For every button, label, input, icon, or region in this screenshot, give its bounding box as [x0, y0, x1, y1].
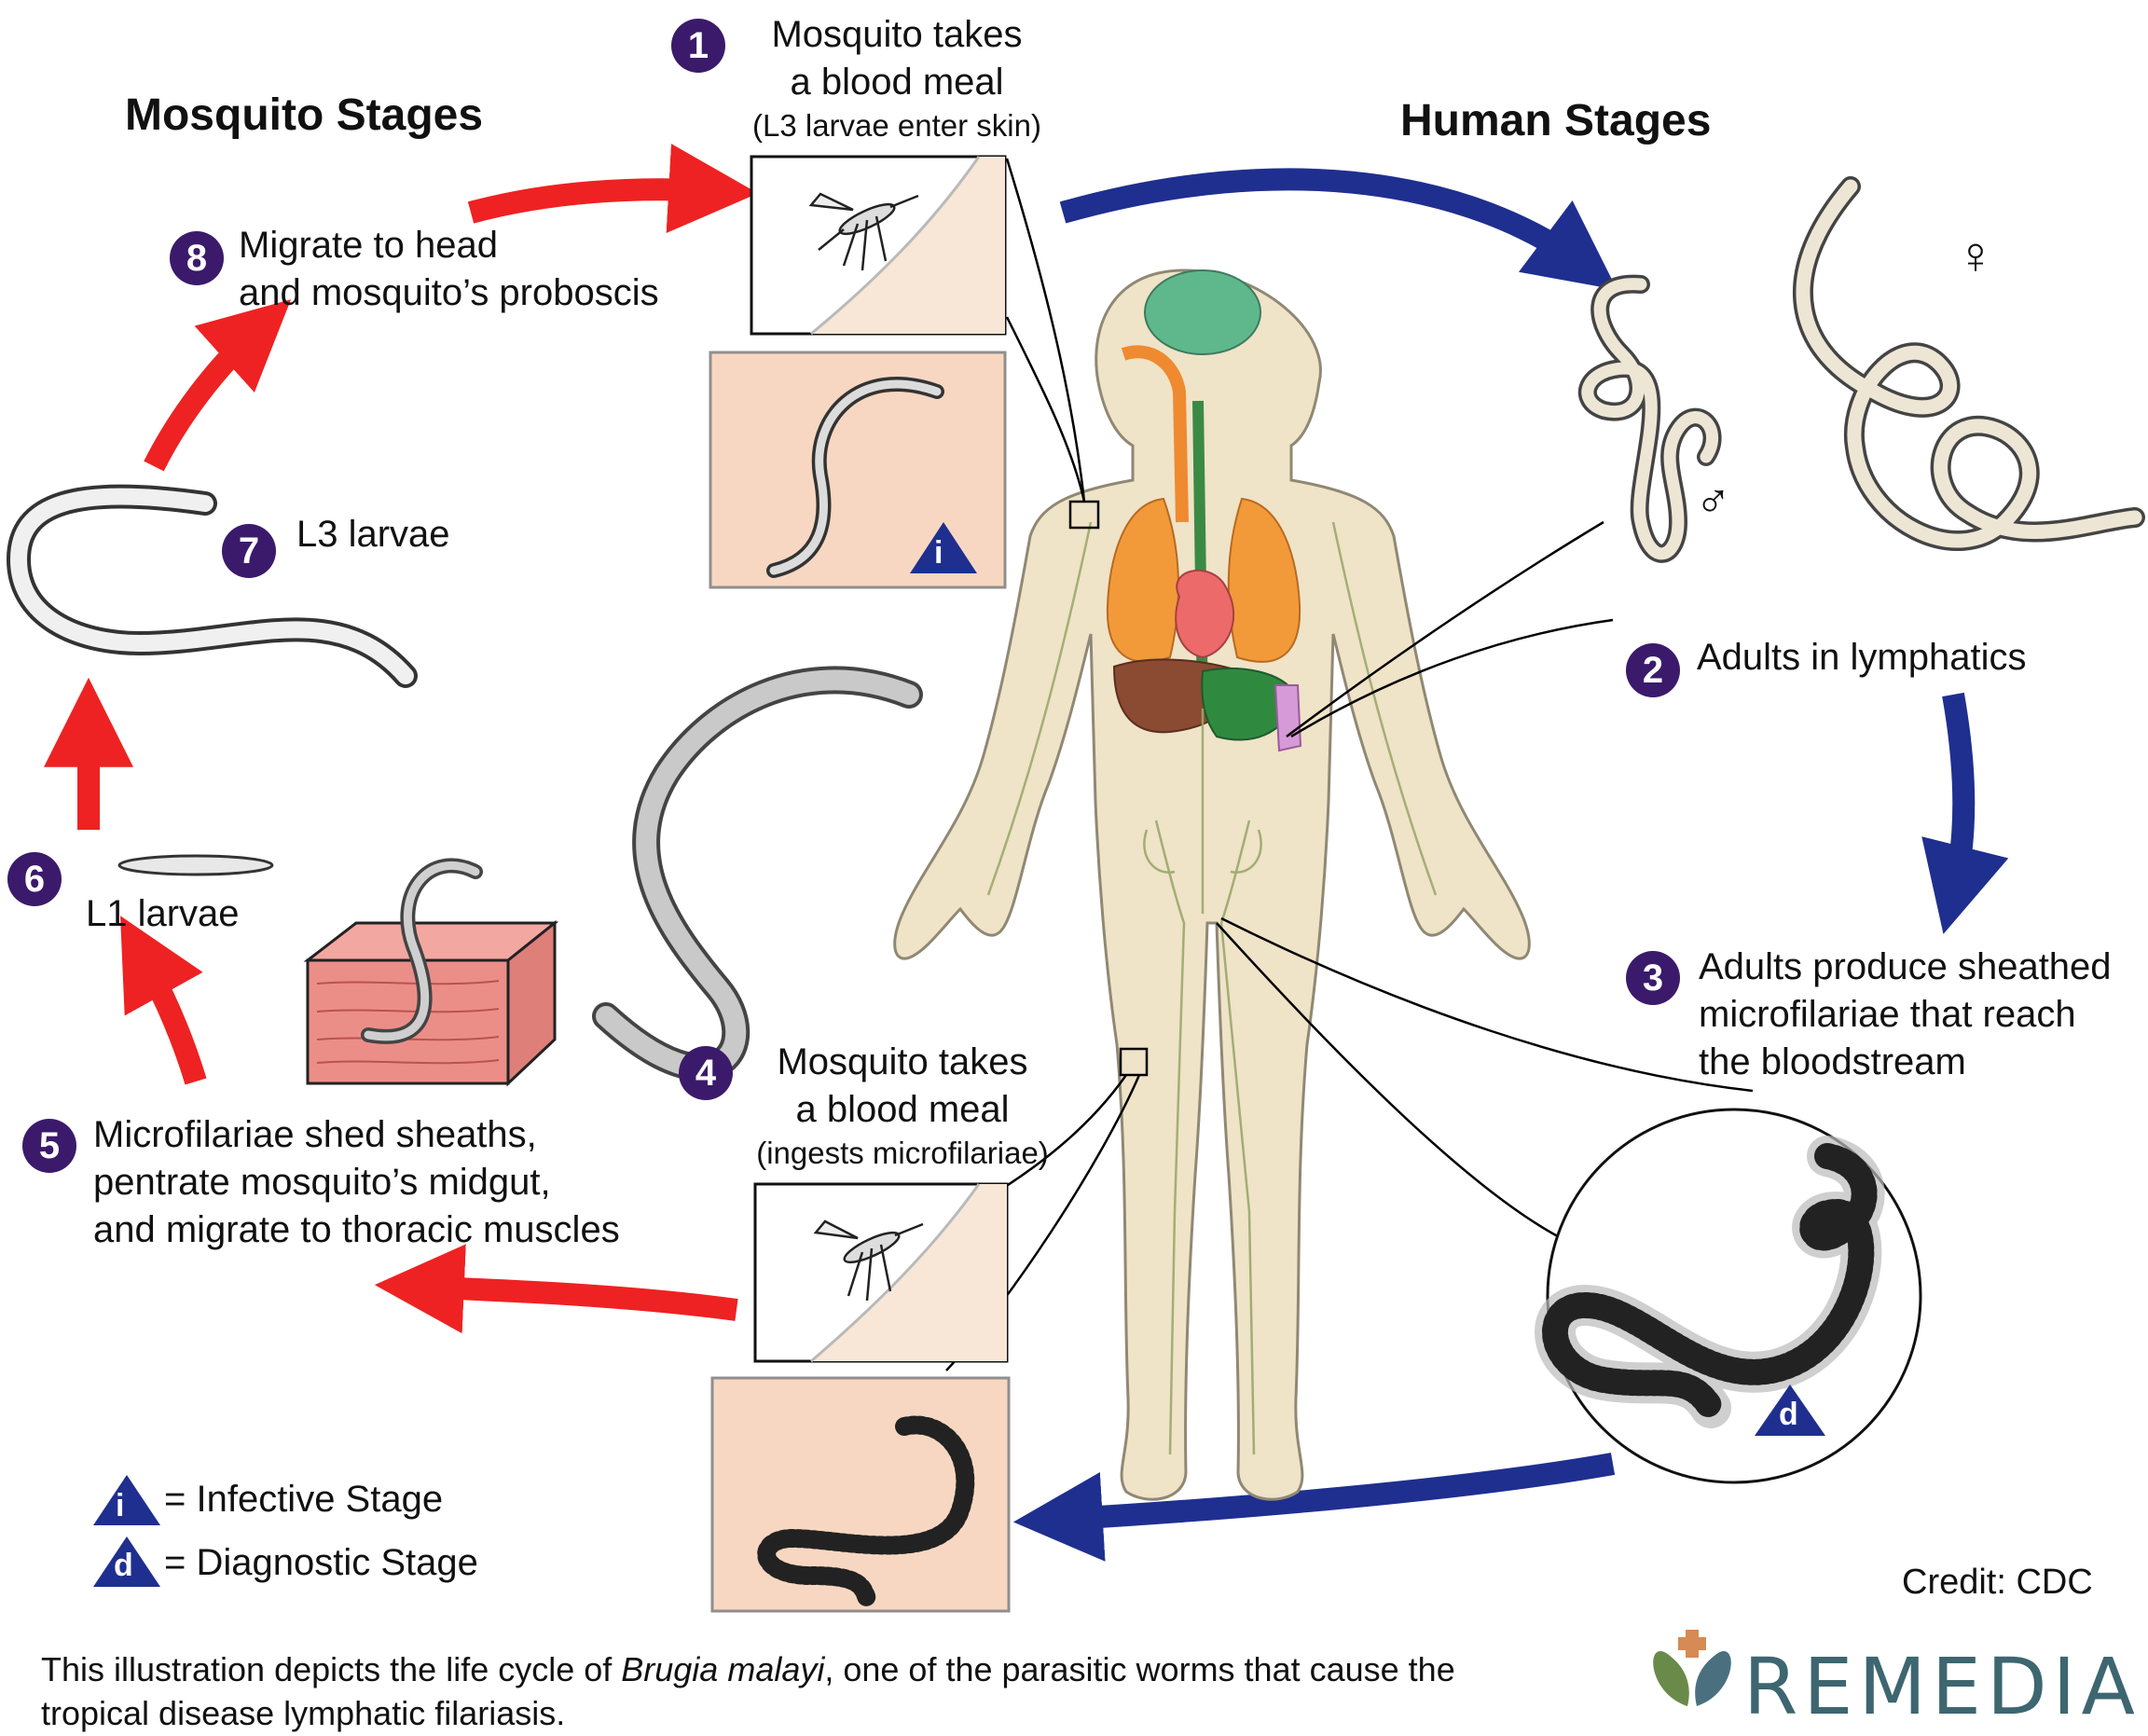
step-1-title: Mosquito takes a blood meal (L3 larvae e… — [752, 11, 1041, 146]
caption: This illustration depicts the life cycle… — [41, 1648, 1495, 1736]
mosquito-icon — [813, 1219, 924, 1302]
microfilaria-circle-illustration — [1535, 1108, 1922, 1484]
diagnostic-marker-letter: d — [1779, 1397, 1798, 1432]
arrow-3-to-4 — [1012, 1453, 1616, 1562]
legend-diagnostic-letter: d — [114, 1548, 133, 1583]
step-4-note: (ingests microfilariae) — [756, 1136, 1049, 1171]
l3-larva-illustration — [6, 484, 418, 688]
caption-species: Brugia malayi — [621, 1650, 825, 1688]
diagnostic-marker-step-3 — [1755, 1385, 1825, 1436]
step-7-title: L3 larvae — [296, 514, 450, 555]
step-8-title: Migrate to head and mosquito’s proboscis — [239, 225, 659, 314]
brand-leaf-icon — [1653, 1630, 1731, 1706]
step-3-badge: 3 — [1626, 951, 1680, 1005]
infective-marker-step-1 — [910, 522, 977, 573]
step-5-title: Microfilariae shed sheaths, pentrate mos… — [93, 1114, 620, 1251]
step-6-title: L1 larvae — [86, 893, 240, 934]
step-1-title-text: Mosquito takes a blood meal — [771, 14, 1023, 103]
human-body — [893, 269, 1531, 1501]
mosquito-icon — [808, 192, 919, 271]
step-2-title: Adults in lymphatics — [1697, 637, 2027, 678]
legend-diagnostic-triangle — [93, 1536, 160, 1587]
male-symbol: ♂ — [1695, 475, 1731, 529]
stage-markers — [93, 522, 1825, 1587]
arrow-1-to-2 — [1059, 168, 1618, 290]
infective-marker-letter: i — [934, 535, 943, 571]
step-2-badge: 2 — [1626, 643, 1680, 697]
step-1-illustration — [709, 155, 1007, 589]
step-5-badge: 5 — [22, 1119, 76, 1173]
adult-worms-illustration — [1577, 176, 2145, 563]
mosquito-cycle-arrows — [44, 144, 759, 1334]
human-stages-heading: Human Stages — [1400, 96, 1712, 145]
arrow-4-to-5 — [374, 1244, 738, 1334]
l1-larva-illustration — [117, 854, 274, 876]
caption-after: , one of the parasitic worms that cause … — [41, 1650, 1455, 1732]
step-1-note: (L3 larvae enter skin) — [752, 108, 1041, 144]
step-4-title: Mosquito takes a blood meal (ingests mic… — [756, 1039, 1049, 1174]
step-4-badge: 4 — [679, 1046, 733, 1100]
arrow-2-to-3 — [1921, 692, 2009, 934]
step-4-title-text: Mosquito takes a blood meal — [777, 1041, 1028, 1131]
mosquito-stages-heading: Mosquito Stages — [125, 90, 484, 140]
microfilaria-worm-illustration — [592, 666, 923, 1082]
step-6-badge: 6 — [7, 852, 62, 906]
arrow-7-to-8 — [144, 299, 292, 472]
step-4-illustration — [710, 1182, 1011, 1613]
step-7-badge: 7 — [222, 524, 276, 578]
human-cycle-arrows — [1012, 168, 2009, 1562]
female-symbol: ♀ — [1956, 226, 1995, 284]
legend-diagnostic-label: = Diagnostic Stage — [164, 1542, 478, 1583]
arrow-8-to-1 — [467, 144, 759, 234]
arrow-5-to-6 — [120, 916, 207, 1085]
step-8-badge: 8 — [170, 231, 224, 285]
step-1-badge: 1 — [671, 19, 725, 73]
credit-text: Credit: CDC — [1902, 1563, 2093, 1602]
step-3-title: Adults produce sheathed microfilariae th… — [1699, 946, 2112, 1083]
thoracic-muscle-block — [303, 858, 559, 1087]
legend-infective-triangle — [93, 1475, 160, 1525]
legend-infective-letter: i — [116, 1488, 125, 1523]
caption-before: This illustration depicts the life cycle… — [41, 1650, 622, 1688]
legend-infective-label: = Infective Stage — [164, 1479, 444, 1520]
brand-wordmark: REMEDIA — [1743, 1641, 2141, 1732]
